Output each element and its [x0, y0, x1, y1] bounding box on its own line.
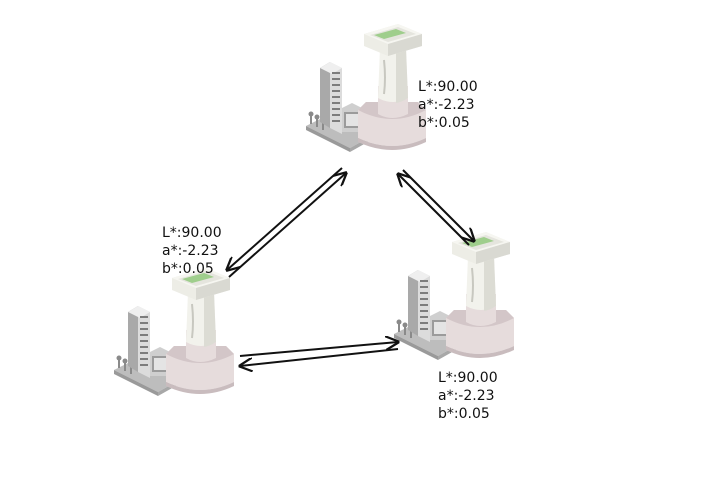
station-left-icon: [113, 267, 235, 397]
arrow-left-to-right: [239, 342, 398, 357]
arrow-right-to-left: [240, 348, 399, 366]
readout-left-b: b*:0.05: [162, 261, 214, 277]
readout-top-a: a*:-2.23: [418, 97, 475, 113]
arrow-left-to-top: [228, 173, 346, 278]
readout-right-a: a*:-2.23: [438, 388, 495, 404]
readout-top: L*:90.00 a*:-2.23 b*:0.05: [418, 78, 478, 132]
station-top-icon: [305, 23, 427, 153]
readout-top-l: L*:90.00: [418, 79, 478, 95]
arrow-right-to-top: [398, 174, 470, 246]
station-right-icon: [393, 231, 515, 361]
arrow-top-to-right: [402, 169, 474, 241]
arrow-top-to-left: [227, 167, 343, 270]
readout-right: L*:90.00 a*:-2.23 b*:0.05: [438, 369, 498, 423]
readout-left: L*:90.00 a*:-2.23 b*:0.05: [162, 224, 222, 278]
readout-top-b: b*:0.05: [418, 115, 470, 131]
readout-left-l: L*:90.00: [162, 225, 222, 241]
readout-right-l: L*:90.00: [438, 370, 498, 386]
readout-left-a: a*:-2.23: [162, 243, 219, 259]
readout-right-b: b*:0.05: [438, 406, 490, 422]
